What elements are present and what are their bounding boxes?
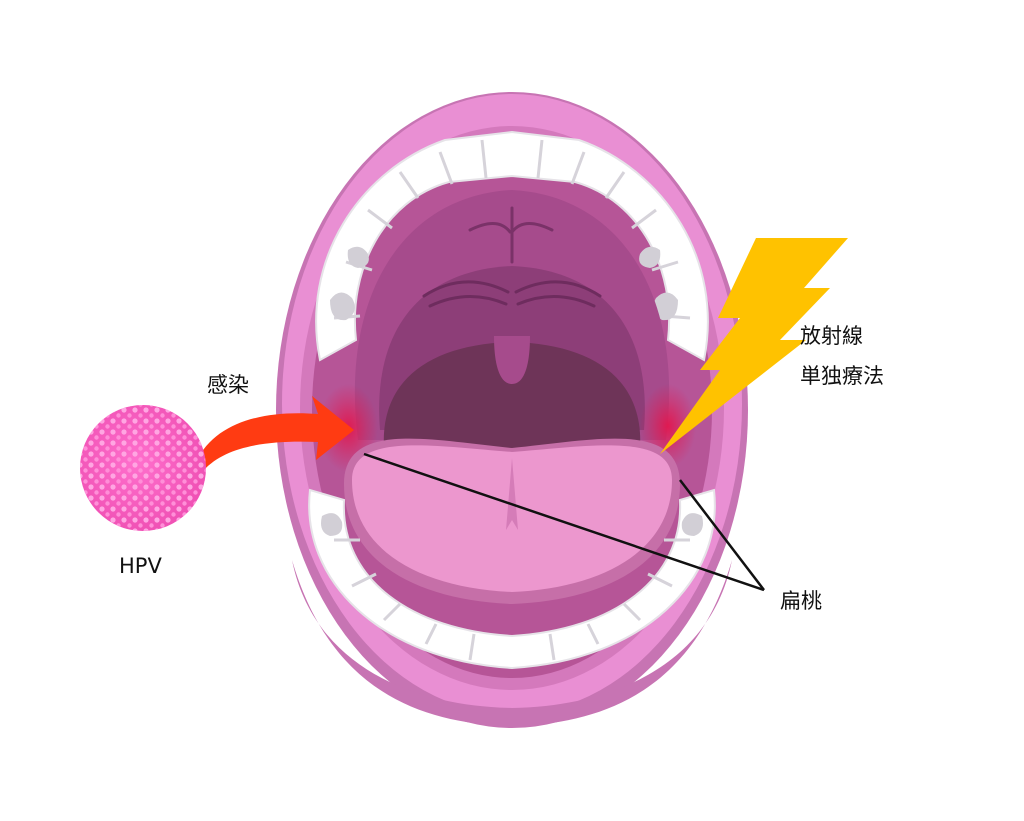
radiation-lightning-icon — [660, 238, 848, 454]
hpv-label: HPV — [119, 554, 162, 578]
throat — [383, 342, 641, 448]
radiation-label: 放射線 — [800, 324, 863, 348]
infection-label: 感染 — [207, 373, 249, 397]
tongue — [344, 438, 680, 604]
uvula — [494, 336, 530, 384]
infection-arrow — [196, 396, 354, 470]
upper-teeth — [315, 130, 709, 362]
radiation-therapy-label: 単独療法 — [800, 364, 884, 388]
hpv-virus-icon — [80, 405, 206, 531]
tonsil-label: 扁桃 — [780, 589, 822, 613]
tonsil-pointer-lines — [363, 452, 765, 592]
lower-teeth — [308, 488, 716, 670]
